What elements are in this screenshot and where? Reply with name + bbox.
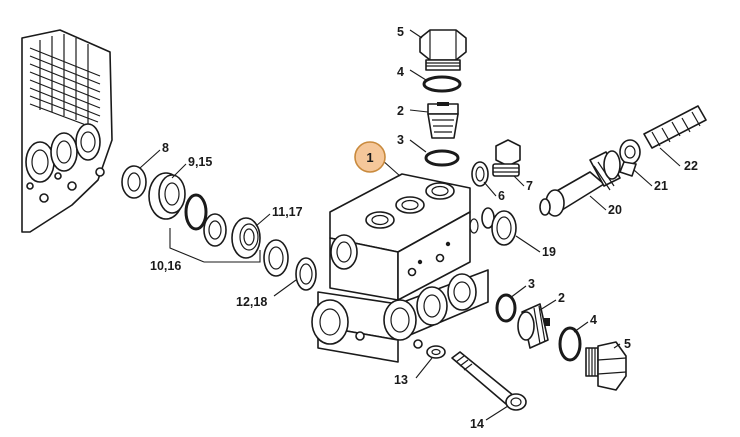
label-bottom-valve: 2 bbox=[558, 291, 565, 305]
label-part-19: 19 bbox=[542, 245, 556, 259]
clamp-21 bbox=[619, 139, 641, 177]
label-part-11-17: 11,17 bbox=[272, 205, 303, 219]
washer-13 bbox=[426, 345, 446, 359]
leader-lines bbox=[139, 29, 681, 421]
seal-9-15 bbox=[148, 172, 186, 220]
label-part-10-16: 10,16 bbox=[150, 259, 181, 273]
bottom-seal-3 bbox=[495, 293, 517, 323]
bottom-plug-5 bbox=[585, 341, 627, 391]
unloader-20 bbox=[539, 150, 621, 217]
top-oring-4 bbox=[422, 75, 462, 93]
top-valve-2 bbox=[427, 102, 459, 139]
label-part-21: 21 bbox=[654, 179, 668, 193]
label-bottom-plug: 5 bbox=[624, 337, 631, 351]
label-part-9-15: 9,15 bbox=[188, 155, 212, 169]
seal-12-18 bbox=[263, 239, 289, 277]
bottom-oring-4 bbox=[558, 326, 582, 362]
top-seal-3 bbox=[424, 149, 460, 167]
oring-left bbox=[184, 193, 208, 231]
spring-22 bbox=[643, 105, 707, 149]
seal-8 bbox=[121, 165, 147, 199]
pump-crankcase bbox=[21, 29, 113, 233]
label-part-1: 1 bbox=[366, 150, 373, 165]
label-part-6: 6 bbox=[498, 189, 505, 203]
manifold-block bbox=[311, 173, 495, 363]
label-top-oring: 4 bbox=[397, 65, 404, 79]
part-labels: 5 4 2 3 7 6 21 22 20 19 8 9,15 11,17 10,… bbox=[150, 25, 698, 431]
label-bottom-oring: 4 bbox=[590, 313, 597, 327]
washer-6 bbox=[471, 161, 489, 187]
plug-7 bbox=[492, 139, 521, 177]
label-top-plug: 5 bbox=[397, 25, 404, 39]
highlight-badge-part-1: 1 bbox=[354, 141, 386, 173]
label-part-13: 13 bbox=[394, 373, 408, 387]
label-part-22: 22 bbox=[684, 159, 698, 173]
bolt-14 bbox=[451, 351, 527, 411]
label-part-20: 20 bbox=[608, 203, 622, 217]
label-part-7: 7 bbox=[526, 179, 533, 193]
label-part-12-18: 12,18 bbox=[236, 295, 267, 309]
label-bottom-seal: 3 bbox=[528, 277, 535, 291]
label-top-valve: 2 bbox=[397, 104, 404, 118]
seal-10-16 bbox=[203, 213, 227, 247]
label-part-8: 8 bbox=[162, 141, 169, 155]
washer-left bbox=[295, 257, 317, 291]
top-plug-5 bbox=[419, 29, 467, 71]
bottom-valve-2 bbox=[517, 303, 550, 349]
ring-19 bbox=[491, 210, 517, 246]
label-part-14: 14 bbox=[470, 417, 484, 431]
label-top-seal: 3 bbox=[397, 133, 404, 147]
seal-11-17 bbox=[231, 217, 261, 259]
